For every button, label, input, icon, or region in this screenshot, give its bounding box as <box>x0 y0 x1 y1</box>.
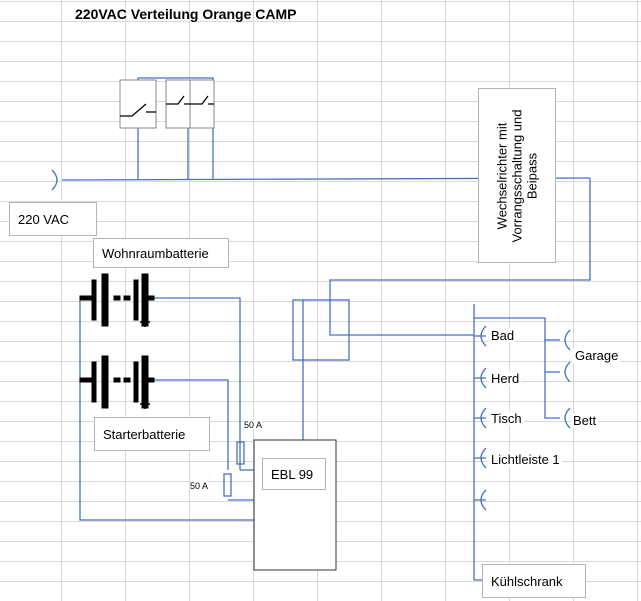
plug-220-socket-icon <box>51 169 58 191</box>
fuse-left <box>223 473 232 497</box>
kuehlschrank-label: Kühlschrank <box>482 564 586 598</box>
fuse-left-label: 50 A <box>190 481 209 491</box>
socket-tisch-icon <box>480 407 487 429</box>
socket-bad-icon <box>480 325 487 347</box>
socket-spare-icon <box>480 489 487 511</box>
outlet-lichtleiste-label: Lichtleiste 1 <box>489 452 562 467</box>
diagram-title: 220VAC Verteilung Orange CAMP <box>75 6 297 22</box>
switch-contact-3 <box>190 95 214 105</box>
vac-label: 220 VAC <box>9 202 97 236</box>
ebl-label: EBL 99 <box>262 458 326 490</box>
wohnraum-battery-icon <box>79 273 155 327</box>
junction-inner-wire <box>329 300 474 336</box>
outlet-bad-label: Bad <box>489 328 517 343</box>
branch-wire <box>474 317 560 419</box>
fuse-top <box>236 441 245 465</box>
outlet-tisch-label: Tisch <box>489 411 524 426</box>
wohnraum-battery-wire <box>152 297 241 470</box>
socket-licht-icon <box>480 447 487 469</box>
outlet-garage-label: Garage <box>573 348 621 363</box>
starter-battery-icon <box>79 355 155 409</box>
switch-1 <box>119 79 157 129</box>
wohnraum-label: Wohnraumbatterie <box>93 238 229 268</box>
socket-garage1-icon <box>564 329 571 351</box>
switch-contact-2 <box>166 95 190 105</box>
junction-box <box>292 299 350 361</box>
starter-label: Starterbatterie <box>94 417 210 451</box>
inverter-label: Wechselrichter mit Vorrangsschaltung und… <box>494 109 540 242</box>
fuse-top-label: 50 A <box>244 420 263 430</box>
outlet-bett-label: Bett <box>571 413 599 428</box>
starter-battery-wire <box>152 379 229 470</box>
outlet-bus-wire <box>473 304 486 581</box>
battery-negative-wire <box>79 300 254 521</box>
inverter-box: Wechselrichter mit Vorrangsschaltung und… <box>478 88 556 263</box>
switch-contact-1 <box>120 103 156 117</box>
socket-bett-icon <box>564 407 571 429</box>
socket-garage2-icon <box>564 361 571 383</box>
socket-herd-icon <box>480 367 487 389</box>
outlet-herd-label: Herd <box>489 371 522 386</box>
inverter-loop-wire <box>329 178 591 300</box>
